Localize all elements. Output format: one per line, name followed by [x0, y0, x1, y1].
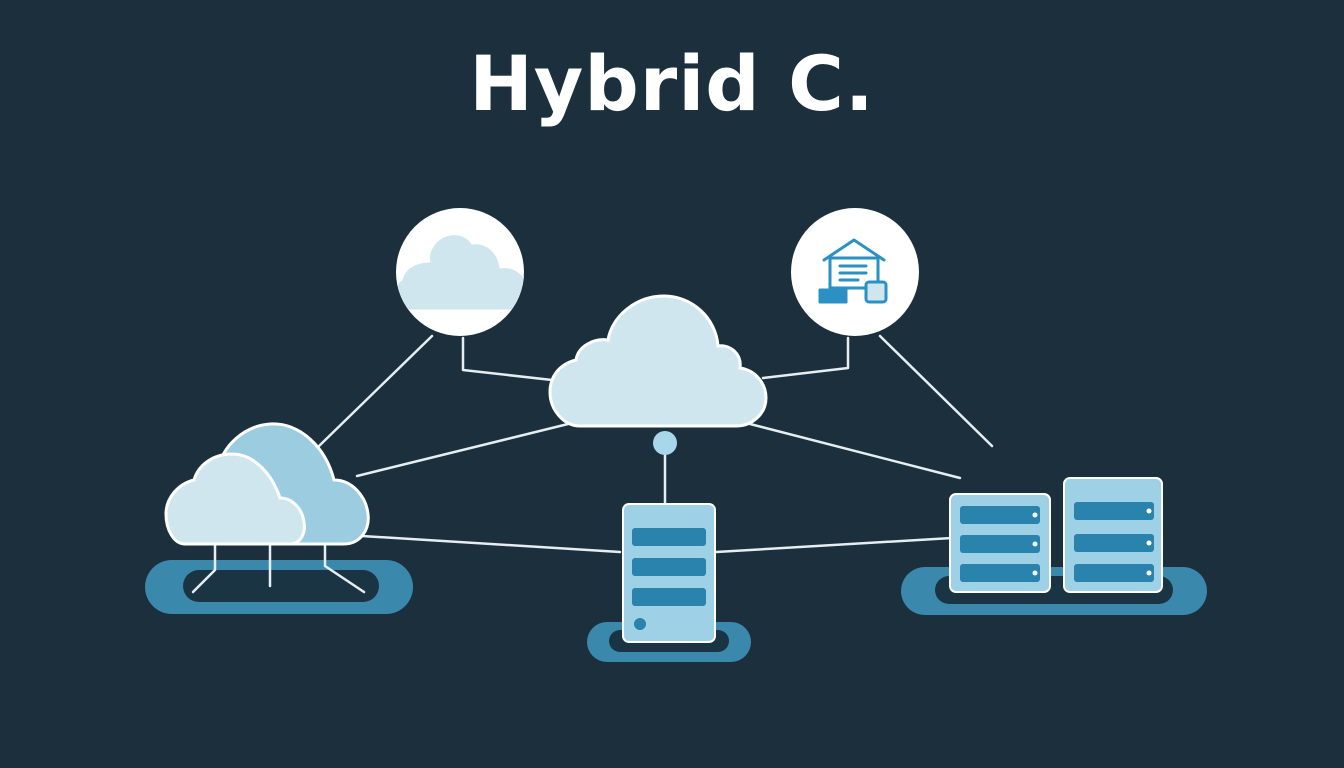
network-node-dot — [653, 431, 677, 455]
server-slot — [960, 506, 1040, 524]
cloud-icon — [396, 234, 524, 311]
server-slot — [1074, 564, 1154, 582]
server-slot — [960, 535, 1040, 553]
connector-left-clouds-to-center-server — [360, 534, 622, 554]
office-building-icon — [818, 238, 888, 304]
server-led — [1032, 570, 1038, 576]
server-power-led — [634, 618, 646, 630]
server-slot — [632, 528, 706, 546]
cloud-badge-left — [396, 208, 524, 336]
server-slot — [632, 588, 706, 606]
server-led — [1146, 540, 1152, 546]
connector-left-badge-to-center-cloud — [461, 336, 554, 382]
diagram-title: Hybrid C. — [469, 39, 875, 128]
office-badge-right — [791, 208, 919, 336]
connector-center-server-to-right-servers — [714, 536, 954, 554]
connection-lines — [316, 334, 994, 554]
server-led — [1032, 541, 1038, 547]
server-led — [1032, 512, 1038, 518]
left-cloud-cluster — [145, 422, 413, 614]
cloud-legs — [191, 542, 366, 594]
front-cloud-icon — [164, 452, 306, 546]
connector-right-badge-to-right-servers — [878, 334, 994, 448]
server-slot — [960, 564, 1040, 582]
connector-left-badge-to-left-clouds — [316, 334, 434, 449]
center-server-rack — [587, 503, 751, 662]
server-slot — [1074, 534, 1154, 552]
server-led — [1146, 570, 1152, 576]
center-cloud-icon — [548, 294, 768, 428]
server-slot — [1074, 502, 1154, 520]
connector-center-cloud-to-right-servers — [748, 422, 962, 480]
right-server-pair — [901, 477, 1207, 615]
server-led — [1146, 508, 1152, 514]
server-slot — [632, 558, 706, 576]
connector-center-cloud-to-left-clouds — [355, 422, 570, 478]
platform-left-inner — [183, 570, 379, 602]
connector-right-badge-to-center-cloud — [761, 336, 850, 380]
